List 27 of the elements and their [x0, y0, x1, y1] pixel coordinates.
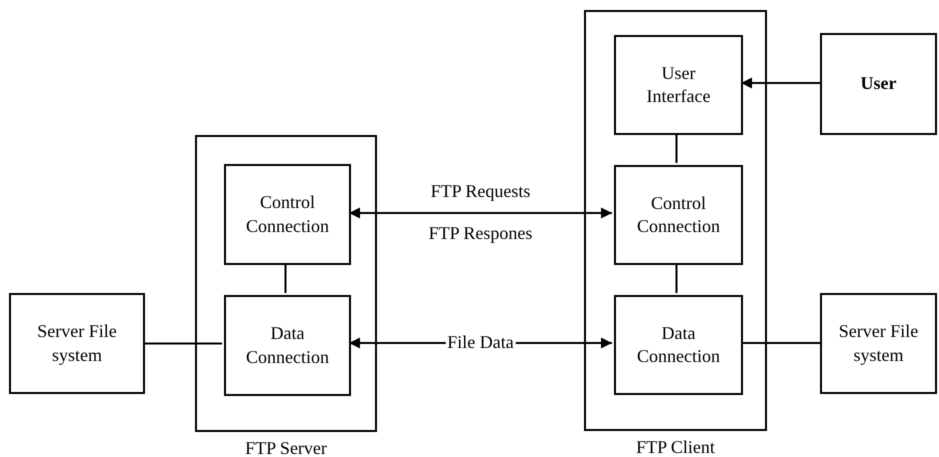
- box-label: Control Connection: [245, 191, 330, 238]
- entity-box: [820, 33, 937, 135]
- connector-line: [284, 263, 286, 293]
- connector-line: [145, 342, 222, 344]
- edge-label: FTP Requests: [428, 182, 532, 202]
- connector-line: [676, 133, 678, 163]
- component-box: [614, 35, 743, 135]
- box-label: Control Connection: [636, 192, 721, 238]
- arrow: [741, 78, 820, 88]
- box-label: Data Connection: [636, 322, 721, 368]
- box-label: Server File system: [838, 320, 920, 367]
- component-box: [224, 164, 351, 265]
- entity-box: [9, 293, 145, 394]
- arrow: [349, 208, 612, 218]
- component-box: [614, 295, 743, 395]
- component-box: [224, 295, 351, 396]
- note-text: FTP Respones: [426, 224, 534, 244]
- box-label: User Interface: [646, 62, 712, 108]
- component-box: [614, 165, 743, 265]
- box-label: User: [860, 72, 896, 96]
- entity-box: [820, 293, 937, 394]
- group-label: FTP Client: [635, 437, 716, 457]
- box-label: Server File system: [36, 320, 118, 367]
- connector-line: [676, 263, 678, 293]
- box-label: Data Connection: [245, 322, 330, 368]
- connector-line: [741, 342, 820, 344]
- group-label: FTP Server: [244, 438, 328, 457]
